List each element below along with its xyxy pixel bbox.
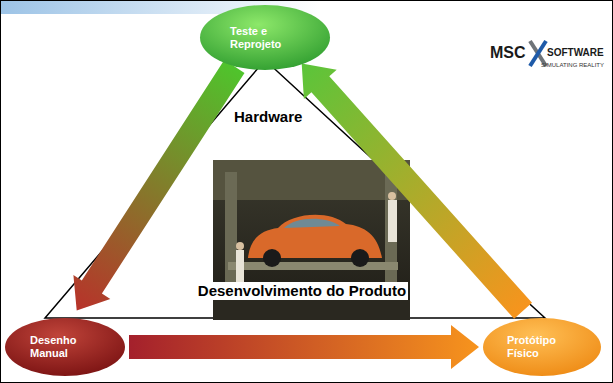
logo-tagline: SIMULATING REALITY bbox=[541, 62, 604, 69]
arrow-caption: Hardware bbox=[232, 108, 304, 126]
node-text-wrap: Teste e Reprojeto bbox=[230, 25, 300, 51]
block-arrow bbox=[73, 60, 244, 311]
ellipse-node: Teste e Reprojeto bbox=[200, 5, 330, 70]
ellipse-node: Desenho Manual bbox=[5, 318, 125, 376]
logo-text: SOFTWARE bbox=[547, 47, 604, 59]
triangle-caption: Desenvolvimento do Produto bbox=[196, 282, 408, 300]
node-text-wrap: Desenho Manual bbox=[30, 334, 100, 360]
logo-text: MSC bbox=[490, 43, 526, 62]
node-label: Teste e Reprojeto bbox=[230, 25, 300, 51]
node-label: Desenho Manual bbox=[30, 334, 100, 360]
ellipse-node: Protótipo Físico bbox=[483, 318, 601, 376]
block-arrow bbox=[129, 325, 479, 369]
ellipse-shape bbox=[483, 318, 601, 376]
block-arrow bbox=[302, 64, 532, 319]
node-text-wrap: Protótipo Físico bbox=[507, 334, 577, 360]
node-label: Protótipo Físico bbox=[507, 334, 577, 360]
